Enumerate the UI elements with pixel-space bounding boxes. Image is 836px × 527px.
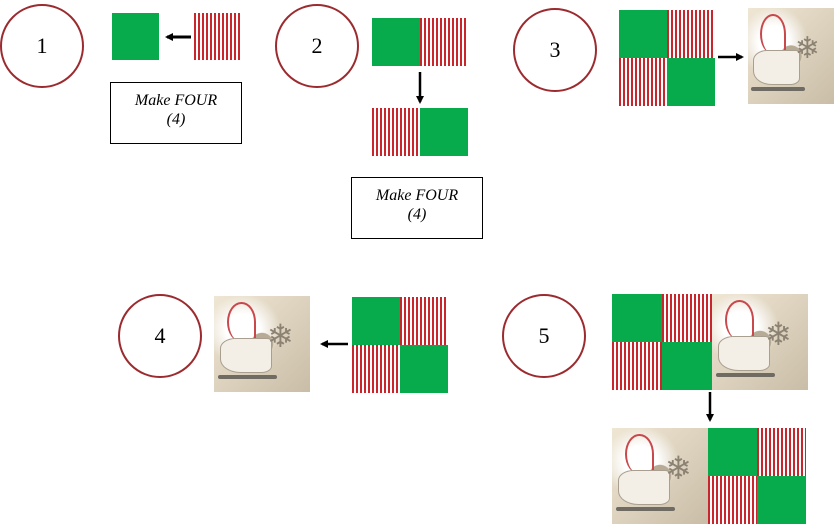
step-1-circle: 1 bbox=[0, 4, 84, 88]
skate-fabric-image: ❄ bbox=[612, 428, 708, 524]
green-square bbox=[112, 13, 159, 60]
striped-square bbox=[420, 18, 468, 66]
green-square bbox=[352, 297, 400, 345]
skate-fabric-image: ❄ bbox=[214, 296, 310, 392]
green-square bbox=[662, 342, 712, 390]
step-4-circle: 4 bbox=[118, 294, 202, 378]
snowflake-icon: ❄ bbox=[794, 30, 820, 66]
snowflake-icon: ❄ bbox=[664, 449, 692, 488]
green-square bbox=[708, 428, 757, 476]
striped-square bbox=[757, 428, 806, 476]
step-5-number: 5 bbox=[538, 323, 550, 348]
step-2-circle: 2 bbox=[275, 4, 359, 88]
step-2-number: 2 bbox=[311, 33, 323, 58]
striped-square bbox=[372, 108, 420, 156]
striped-square bbox=[194, 13, 241, 60]
green-square bbox=[612, 294, 662, 342]
green-square bbox=[372, 18, 420, 66]
note-line-2: (4) bbox=[166, 111, 186, 128]
note-line-1: Make FOUR bbox=[134, 92, 218, 109]
note-line-1: Make FOUR bbox=[375, 187, 459, 204]
step-3-number: 3 bbox=[549, 37, 561, 62]
step-3-circle: 3 bbox=[513, 8, 597, 92]
striped-square bbox=[619, 58, 667, 106]
skate-fabric-image: ❄ bbox=[712, 294, 808, 390]
striped-square bbox=[352, 345, 400, 393]
striped-square bbox=[400, 297, 448, 345]
green-square bbox=[667, 58, 715, 106]
striped-square bbox=[667, 10, 715, 58]
green-square bbox=[619, 10, 667, 58]
make-four-note-1: Make FOUR (4) bbox=[110, 82, 242, 144]
make-four-note-2: Make FOUR (4) bbox=[351, 177, 483, 239]
step-5-circle: 5 bbox=[502, 294, 586, 378]
green-square bbox=[400, 345, 448, 393]
skate-fabric-image: ❄ bbox=[748, 8, 834, 104]
note-line-2: (4) bbox=[407, 206, 427, 223]
striped-square bbox=[662, 294, 712, 342]
snowflake-icon: ❄ bbox=[266, 317, 294, 356]
step-4-number: 4 bbox=[154, 323, 166, 348]
green-square bbox=[757, 476, 806, 524]
green-square bbox=[420, 108, 468, 156]
step-1-number: 1 bbox=[36, 33, 48, 58]
striped-square bbox=[612, 342, 662, 390]
snowflake-icon: ❄ bbox=[764, 315, 792, 354]
striped-square bbox=[708, 476, 757, 524]
